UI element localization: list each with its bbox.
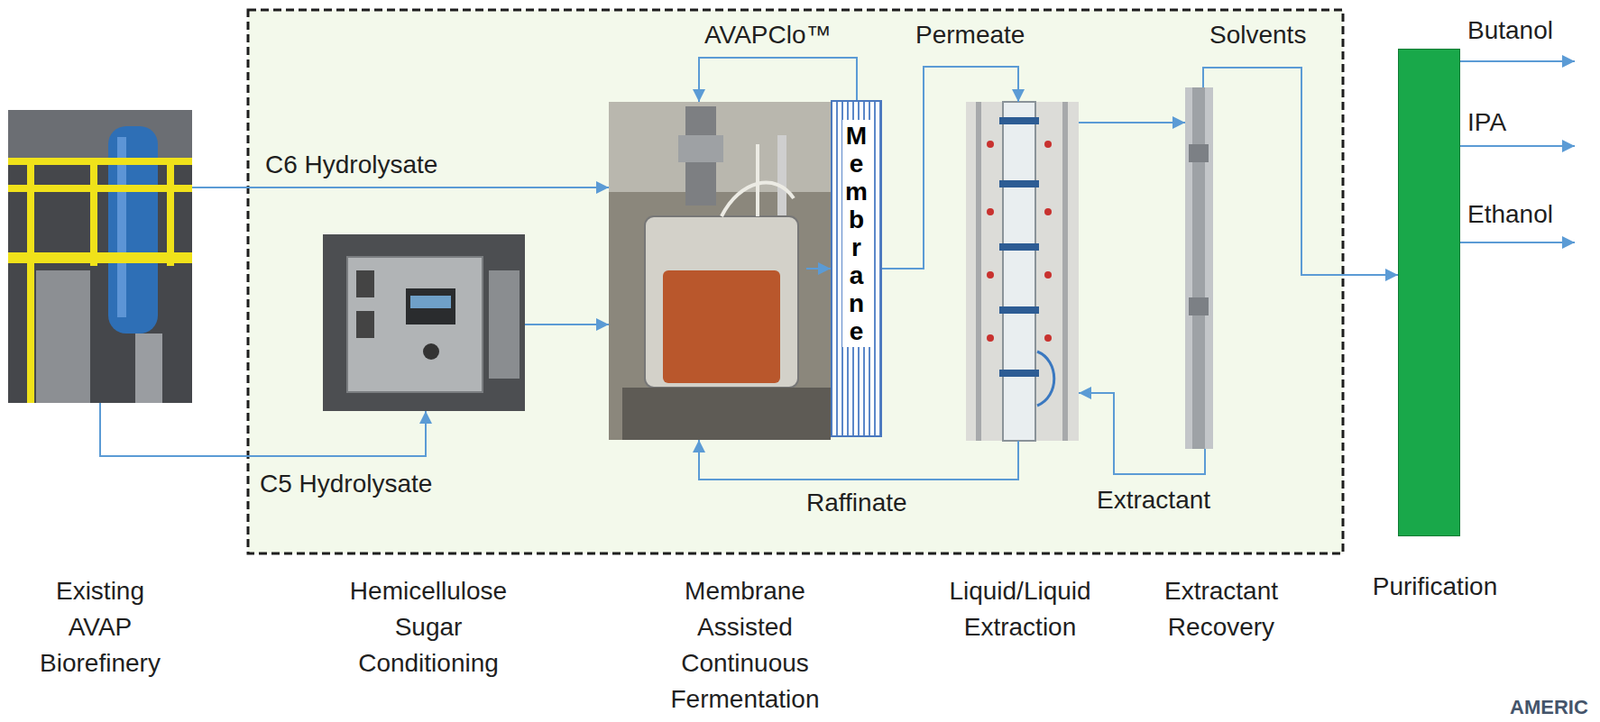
flow-label: AVAPClo™	[704, 19, 832, 51]
valve	[1044, 334, 1052, 342]
photo-box: Existing AVAP Biorefinery	[8, 110, 193, 404]
valve	[1044, 271, 1052, 279]
product-arrow	[1460, 241, 1575, 244]
display	[405, 288, 456, 325]
flow-arrow	[100, 403, 426, 457]
yellow-post	[166, 157, 175, 267]
yellow-rail	[8, 252, 193, 264]
column-band	[999, 306, 1040, 314]
flow-label: Raffinate	[806, 487, 908, 519]
stage-caption: Existing AVAP Biorefinery	[23, 573, 177, 682]
photo-ground	[8, 110, 193, 404]
flow-arrow	[1203, 67, 1398, 276]
glass-column	[1002, 101, 1036, 442]
product-arrow	[1460, 60, 1575, 63]
stage-caption: Extractant Recovery	[1153, 573, 1289, 646]
product-label: IPA	[1467, 107, 1507, 138]
display-screen	[410, 295, 451, 309]
flow-arrow	[806, 267, 831, 270]
flow-label: Extractant	[1096, 485, 1211, 516]
column-band	[999, 117, 1040, 125]
yellow-rail	[8, 184, 193, 193]
steel-column	[1192, 87, 1205, 450]
photo-wall	[608, 101, 831, 193]
stage-caption: Membrane Assisted Continuous Fermentatio…	[659, 573, 831, 718]
flow-label: Solvents	[1209, 19, 1306, 51]
control-panel	[347, 257, 483, 393]
membrane-box: Membrane	[830, 100, 883, 438]
membrane-label: Membrane	[842, 119, 871, 348]
yellow-post	[27, 157, 35, 404]
photo-box: Extractant Recovery	[1185, 87, 1214, 450]
photo-ground	[965, 101, 1079, 442]
flow-arrow	[698, 440, 1019, 480]
column-band	[999, 180, 1040, 188]
flow-arrow	[1078, 121, 1186, 124]
photo-ceiling	[8, 110, 193, 160]
product-label: Ethanol	[1467, 199, 1554, 230]
valve	[986, 334, 994, 342]
column-flange	[1188, 297, 1209, 316]
motor-housing	[678, 135, 724, 163]
valve	[986, 140, 994, 148]
photo-box: Membrane Assisted Continuous Fermentatio…	[608, 101, 831, 441]
switch	[356, 270, 375, 298]
pipe	[1062, 101, 1068, 442]
yellow-rail	[8, 157, 193, 166]
photo-box: Hemicellulose Sugar Conditioning	[322, 234, 525, 412]
heating-jacket	[662, 270, 781, 384]
flow-arrow	[882, 66, 1019, 269]
product-label: Butanol	[1467, 15, 1554, 46]
photo-box: Liquid/Liquid Extraction	[965, 101, 1079, 442]
stage-caption: Purification	[1362, 569, 1508, 606]
tank	[108, 126, 158, 334]
pipe	[975, 101, 982, 442]
yellow-post	[90, 157, 98, 267]
stage-caption: Liquid/Liquid Extraction	[938, 573, 1102, 646]
stage-caption: Hemicellulose Sugar Conditioning	[333, 573, 524, 682]
valve	[986, 208, 994, 216]
column-band	[999, 243, 1040, 251]
logo-text: AMERIC	[1509, 695, 1589, 721]
side-box	[488, 270, 520, 379]
bench	[622, 387, 831, 441]
flow-label: C5 Hydrolysate	[259, 468, 433, 500]
knob	[422, 343, 440, 360]
hose	[1037, 351, 1055, 406]
column-band	[999, 369, 1040, 378]
photo-ground	[608, 101, 831, 441]
valve	[986, 271, 994, 279]
flow-arrow	[192, 186, 609, 189]
pipe-block	[36, 270, 91, 404]
process-boundary	[248, 9, 1343, 554]
flow-arrow	[698, 57, 857, 102]
pipe-block	[135, 333, 163, 404]
switch	[356, 311, 375, 339]
photo-ground	[1185, 87, 1214, 450]
flow-label: Permeate	[915, 19, 1025, 51]
photo-ground	[322, 234, 525, 412]
purification-bar: Purification	[1397, 48, 1461, 537]
product-arrow	[1460, 145, 1575, 148]
column-flange	[1188, 144, 1209, 163]
flow-arrow	[1078, 393, 1205, 475]
valve	[1044, 140, 1052, 148]
tube	[755, 144, 760, 217]
valve	[1044, 208, 1052, 216]
flow-label: C6 Hydrolysate	[265, 149, 438, 181]
flow-arrow	[524, 323, 609, 326]
vessel	[644, 216, 799, 388]
